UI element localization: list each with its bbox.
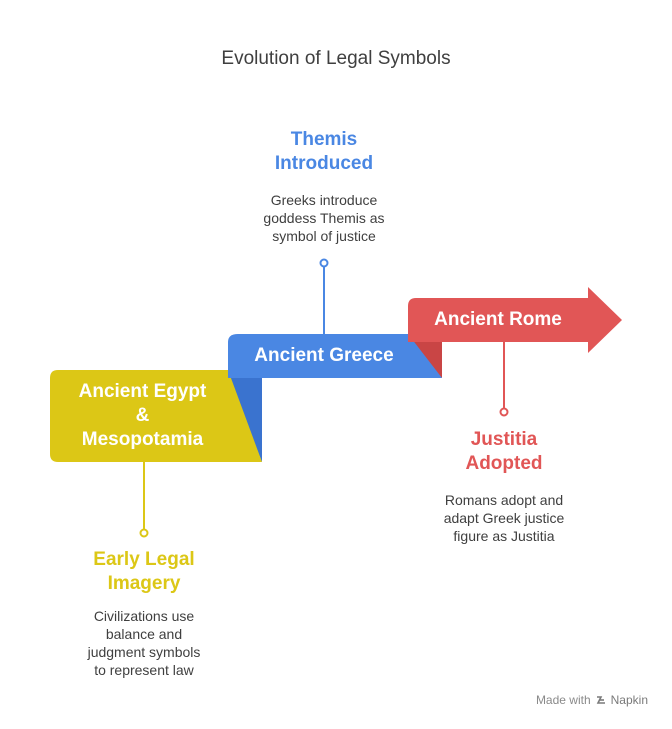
egypt-heading-line: Early Legal	[93, 549, 195, 570]
egypt-label-line: Ancient Egypt	[78, 381, 207, 402]
rome-arrow	[408, 287, 622, 353]
egypt-label-line: &	[135, 405, 150, 426]
made-with-text: Made with	[535, 693, 591, 707]
rome-description: Romans adopt and adapt Greek justice fig…	[404, 491, 604, 545]
greece-description-line: goddess Themis as	[263, 210, 385, 226]
egypt-label-line: Mesopotamia	[81, 429, 204, 450]
greece-heading-line: Themis	[290, 129, 358, 150]
egypt-heading: Early Legal Imagery	[54, 548, 234, 596]
egypt-description: Civilizations use balance and judgment s…	[54, 607, 234, 679]
rome-heading-line: Adopted	[465, 453, 543, 474]
egypt-description-line: Civilizations use	[93, 608, 195, 624]
rome-label: Ancient Rome	[434, 309, 562, 330]
made-with-footer: Made with Napkin	[536, 693, 648, 707]
napkin-logo-icon	[596, 696, 605, 704]
egypt-heading-line: Imagery	[107, 573, 181, 594]
rome-connector-dot	[499, 407, 509, 417]
egypt-block	[50, 370, 262, 462]
egypt-description-line: to represent law	[94, 662, 194, 678]
greece-connector-dot	[319, 258, 329, 268]
rome-description-line: adapt Greek justice	[443, 510, 565, 526]
greece-heading-line: Introduced	[274, 153, 374, 174]
greece-description: Greeks introduce goddess Themis as symbo…	[224, 191, 424, 245]
egypt-description-line: judgment symbols	[87, 644, 201, 660]
egypt-label: Ancient Egypt & Mesopotamia	[60, 380, 225, 452]
diagram-title: Evolution of Legal Symbols	[221, 48, 451, 69]
greece-block	[228, 334, 442, 378]
egypt-connector-dot	[139, 528, 149, 538]
egypt-description-line: balance and	[105, 626, 183, 642]
greece-heading: Themis Introduced	[234, 128, 414, 176]
rome-heading: Justitia Adopted	[414, 428, 594, 476]
rome-heading-line: Justitia	[470, 429, 538, 450]
greece-description-line: Greeks introduce	[270, 192, 378, 208]
greece-description-line: symbol of justice	[272, 228, 376, 244]
rome-description-line: figure as Justitia	[453, 528, 555, 544]
napkin-brand-text: Napkin	[610, 693, 648, 707]
rome-description-line: Romans adopt and	[444, 492, 564, 508]
greece-label: Ancient Greece	[254, 345, 394, 366]
